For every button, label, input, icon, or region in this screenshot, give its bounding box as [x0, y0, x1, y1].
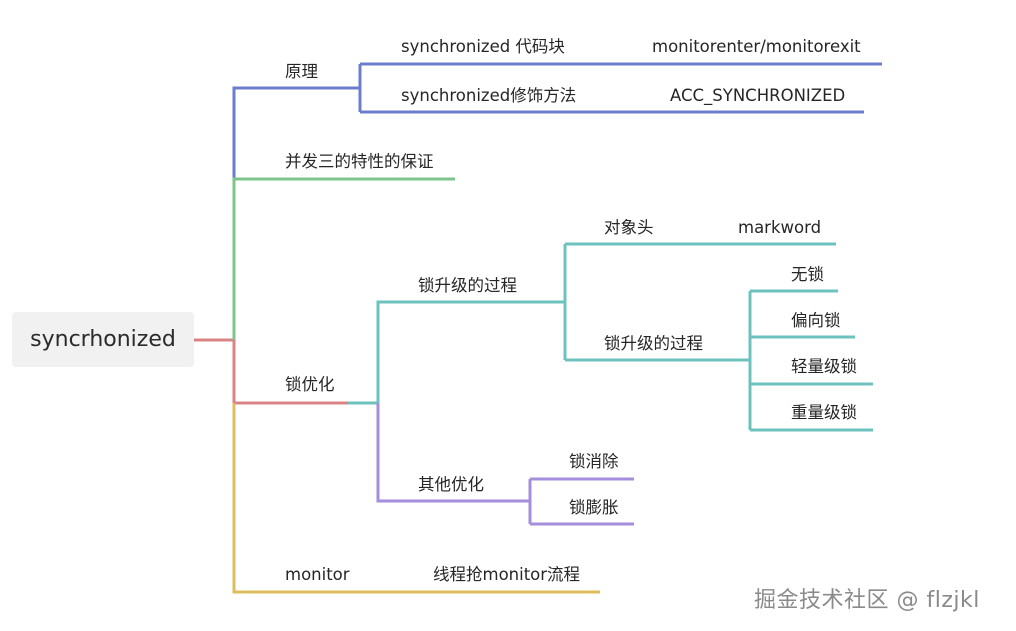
- node-lock-elimination[interactable]: 锁消除: [569, 452, 619, 471]
- node-monitor-detail[interactable]: 线程抢monitor流程: [433, 565, 581, 584]
- node-lock-biased[interactable]: 偏向锁: [791, 311, 841, 330]
- node-markword[interactable]: markword: [738, 218, 822, 237]
- node-lock-upgrade[interactable]: 锁升级的过程: [418, 276, 517, 295]
- node-lock-none[interactable]: 无锁: [791, 265, 824, 284]
- connector-trunk-yuanli: [232, 86, 280, 340]
- node-sync-block-detail[interactable]: monitorenter/monitorexit: [652, 37, 861, 56]
- watermark: 掘金技术社区 @ flzjkl: [754, 588, 980, 613]
- node-sync-method-detail[interactable]: ACC_SYNCHRONIZED: [670, 86, 846, 105]
- root-node-label: syncrhonized: [30, 327, 176, 352]
- node-concurrency-guarantee[interactable]: 并发三的特性的保证: [285, 152, 434, 171]
- node-lock-heavyweight[interactable]: 重量级锁: [791, 403, 857, 422]
- node-monitor[interactable]: monitor: [285, 565, 350, 584]
- root-node[interactable]: syncrhonized: [12, 312, 194, 367]
- connector-trunk-monitor: [232, 403, 600, 594]
- node-other-optimization[interactable]: 其他优化: [418, 475, 484, 494]
- node-lock-upgrade-process[interactable]: 锁升级的过程: [604, 334, 703, 353]
- connector-trunk-bingfa: [232, 177, 455, 340]
- node-object-header[interactable]: 对象头: [604, 218, 654, 237]
- node-yuanli[interactable]: 原理: [285, 62, 318, 81]
- node-lock-optimization[interactable]: 锁优化: [285, 375, 335, 394]
- node-sync-block[interactable]: synchronized 代码块: [401, 37, 565, 56]
- connector-suoyouhua-upgrade: [376, 300, 565, 403]
- node-sync-method[interactable]: synchronized修饰方法: [401, 86, 577, 105]
- node-lock-lightweight[interactable]: 轻量级锁: [791, 357, 857, 376]
- node-lock-coarsening[interactable]: 锁膨胀: [569, 498, 619, 517]
- connector-suoyouhua-other: [376, 403, 530, 503]
